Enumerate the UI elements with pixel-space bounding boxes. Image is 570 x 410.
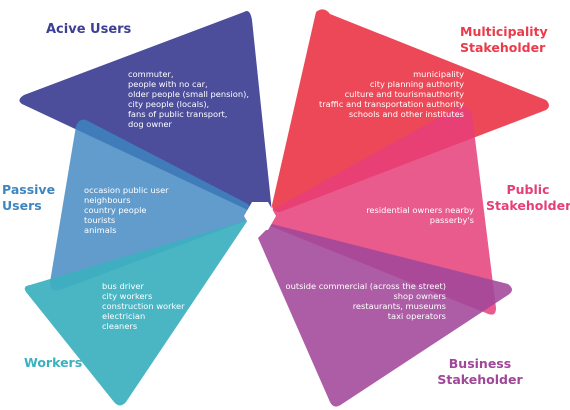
- workers-list: bus driver city workers construction wor…: [102, 281, 185, 332]
- list-item: culture and tourismauthority: [344, 88, 464, 99]
- list-item: people with no car,: [128, 78, 208, 89]
- active-users-triangle: [19, 11, 272, 214]
- municipality-triangle: [272, 9, 549, 212]
- workers-title: Workers: [24, 355, 83, 370]
- passive-users-shape: [50, 119, 251, 291]
- list-item: shop owners: [393, 290, 446, 301]
- public-stakeholder-title: Public Stakeholder: [486, 182, 570, 214]
- list-item: construction worker: [102, 300, 185, 311]
- list-item: taxi operators: [387, 310, 446, 321]
- list-item: passerby's: [429, 214, 474, 225]
- business-stakeholder-triangle: [258, 224, 512, 407]
- list-item: municipality: [413, 69, 464, 79]
- list-item: older people (small pension),: [128, 88, 250, 99]
- list-item: bus driver: [102, 281, 144, 291]
- list-item: animals: [84, 224, 117, 235]
- list-item: traffic and transportation authority: [319, 98, 464, 109]
- list-item: city people (locals),: [128, 98, 210, 109]
- list-item: country people: [84, 204, 147, 215]
- list-item: schools and other institutes: [348, 108, 464, 119]
- passive-users-list: occasion public user neighbours country …: [84, 185, 169, 236]
- list-item: city workers: [102, 290, 153, 301]
- list-item: outside commercial (across the street): [285, 281, 446, 291]
- center-hexagon: [244, 202, 276, 230]
- list-item: electrician: [102, 310, 146, 321]
- passive-users-title: Passive Users: [2, 182, 56, 214]
- list-item: residential owners nearby: [366, 205, 474, 215]
- list-item: fans of public transport,: [128, 108, 228, 119]
- public-stakeholder-shape: [270, 106, 496, 315]
- list-item: commuter,: [128, 69, 174, 79]
- active-users-title: Acive Users: [46, 22, 132, 37]
- list-item: neighbours: [84, 194, 131, 205]
- list-item: cleaners: [102, 320, 138, 331]
- list-item: tourists: [84, 214, 116, 225]
- list-item: dog owner: [128, 118, 172, 129]
- active-users-list: commuter, people with no car, older peop…: [128, 69, 250, 130]
- list-item: restaurants, museums: [352, 300, 446, 311]
- list-item: city planning authority: [369, 78, 464, 89]
- list-item: occasion public user: [84, 185, 169, 195]
- municipality-title: Multicipality Stakeholder: [460, 24, 548, 56]
- municipality-list: municipality city planning authority cul…: [319, 69, 464, 120]
- workers-triangle: [24, 220, 248, 406]
- business-stakeholder-list: outside commercial (across the street) s…: [285, 281, 446, 322]
- business-stakeholder-title: Business Stakeholder: [437, 356, 523, 388]
- public-stakeholder-list: residential owners nearby passerby's: [366, 205, 474, 226]
